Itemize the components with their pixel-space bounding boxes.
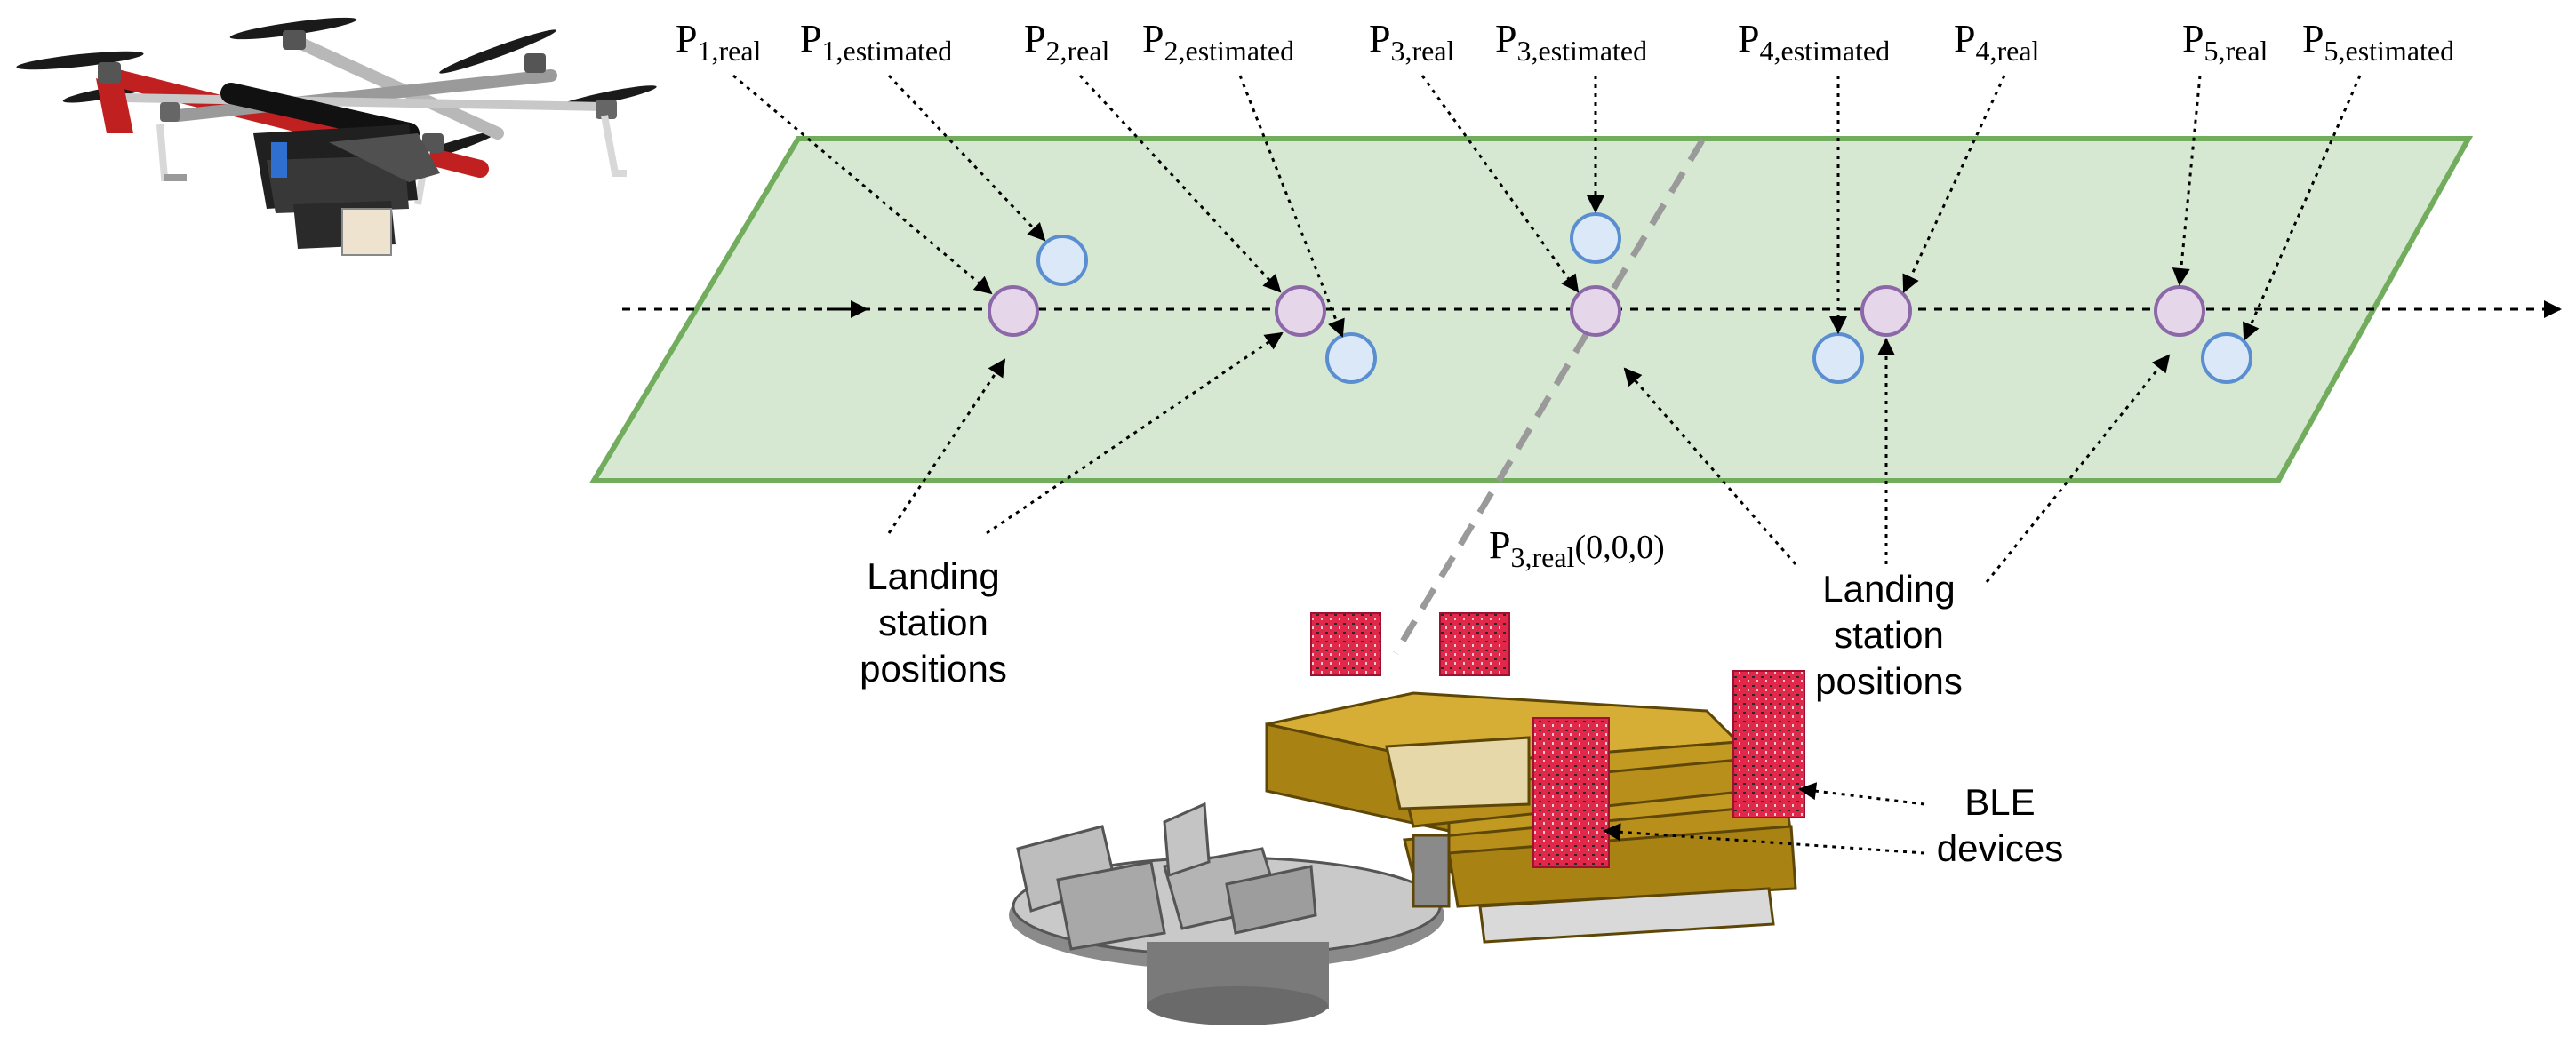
landing-label-left-line3: positions [860, 648, 1007, 690]
label-p2-estimated: P2,estimated [1142, 17, 1294, 67]
marker-p5-real [2154, 285, 2205, 337]
marker-p5-estimated [2201, 332, 2252, 384]
marker-p3-estimated [1570, 212, 1621, 264]
landing-label-right: Landing station positions [1815, 568, 1963, 702]
landing-label-left-line1: Landing [867, 555, 999, 597]
arrow-p1-estimated [887, 74, 1046, 242]
label-arrows [732, 74, 2362, 583]
ble-board-1 [1310, 612, 1381, 676]
label-p4-estimated: P4,estimated [1738, 17, 1890, 67]
ble-board-3 [1532, 717, 1610, 868]
label-p4-real: P4,real [1954, 17, 2040, 67]
marker-p2-real [1275, 285, 1326, 337]
landing-label-left: Landing station positions [860, 555, 1007, 690]
arrow-p2-estimated [1238, 75, 1345, 338]
origin-projection-line [1392, 139, 1706, 655]
arrow-p4-real [1902, 75, 2006, 293]
arrow-landing-l2 [986, 331, 1284, 535]
landing-label-right-line3: positions [1815, 660, 1963, 702]
marker-p1-estimated [1036, 235, 1088, 286]
marker-p1-real [988, 285, 1039, 337]
marker-p3-real [1570, 285, 1621, 337]
position-markers [988, 212, 2252, 384]
ble-label-line1: BLE [1964, 781, 2035, 823]
marker-p2-estimated [1325, 332, 1377, 384]
landing-label-right-line1: Landing [1822, 568, 1955, 610]
station-gray-boxes [1016, 802, 1317, 951]
arrow-landing-r1 [1623, 367, 1797, 565]
drone-motors [98, 30, 617, 153]
label-origin: P3,real(0,0,0) [1489, 523, 1665, 573]
drone-body [253, 124, 440, 256]
ble-board-2 [1439, 612, 1510, 676]
label-p5-real: P5,real [2182, 17, 2268, 67]
label-p5-estimated: P5,estimated [2302, 17, 2454, 67]
ble-label: BLE devices [1937, 781, 2063, 869]
marker-p4-real [1860, 285, 1912, 337]
label-p1-estimated: P1,estimated [800, 17, 952, 67]
arrow-p5-estimated [2243, 75, 2362, 341]
ble-board-4 [1732, 670, 1805, 818]
point-labels: P1,real P1,estimated P2,real P2,estimate… [676, 17, 2454, 573]
arrow-p1-real [732, 74, 993, 295]
arrow-landing-r3 [1985, 354, 2171, 583]
ble-label-line2: devices [1937, 827, 2063, 869]
ble-devices [1310, 612, 1805, 868]
drone-illustration [16, 17, 657, 256]
label-p3-estimated: P3,estimated [1495, 17, 1647, 67]
station-gold-frame [1265, 691, 1797, 944]
landing-label-left-line2: station [878, 602, 988, 643]
label-p2-real: P2,real [1024, 17, 1110, 67]
marker-p4-estimated [1812, 332, 1864, 384]
drone-red-bracket [96, 78, 133, 133]
landing-label-right-line2: station [1834, 614, 1944, 656]
label-p3-real: P3,real [1369, 17, 1455, 67]
flight-plane [588, 136, 2474, 483]
label-p1-real: P1,real [676, 17, 762, 67]
landing-station-illustration [1009, 691, 1797, 1025]
ble-arrows [1603, 782, 1925, 855]
